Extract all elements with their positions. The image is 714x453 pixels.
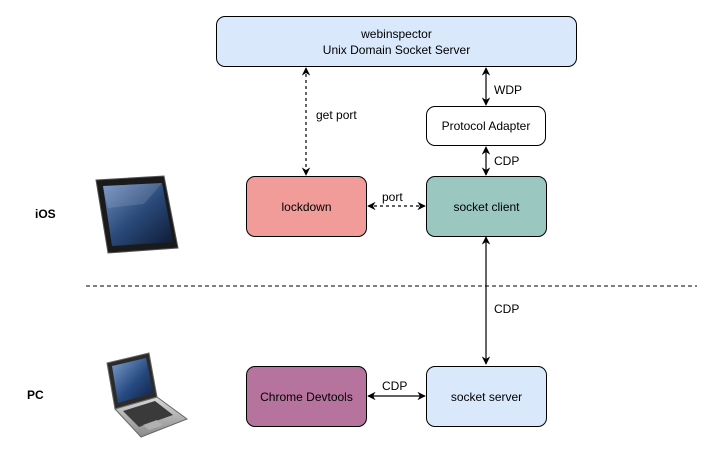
socket-client-node: socket client [426, 176, 547, 237]
cdp-devtools-server-label: CDP [382, 379, 408, 393]
socket-server-node: socket server [426, 366, 547, 427]
wdp-label: WDP [494, 83, 522, 97]
laptop-icon [106, 352, 189, 438]
port-label: port [382, 190, 403, 204]
webinspector-node: webinspector Unix Domain Socket Server [216, 16, 577, 67]
chrome-devtools-label: Chrome Devtools [260, 389, 353, 404]
protocol-adapter-node: Protocol Adapter [426, 106, 546, 146]
webinspector-title: webinspector [361, 26, 432, 41]
protocol-adapter-label: Protocol Adapter [441, 119, 531, 133]
socket-server-label: socket server [450, 389, 523, 404]
webinspector-subtitle: Unix Domain Socket Server [322, 42, 471, 57]
chrome-devtools-node: Chrome Devtools [246, 366, 367, 427]
get-port-label: get port [316, 108, 357, 122]
cdp-adapter-client-label: CDP [494, 154, 520, 168]
lockdown-label: lockdown [281, 199, 332, 214]
ios-side-label: iOS [35, 207, 56, 221]
socket-client-label: socket client [453, 199, 520, 214]
pc-side-label: PC [27, 388, 44, 402]
cdp-vertical-label: CDP [494, 302, 520, 316]
ipad-icon [95, 175, 179, 254]
lockdown-node: lockdown [246, 176, 367, 237]
